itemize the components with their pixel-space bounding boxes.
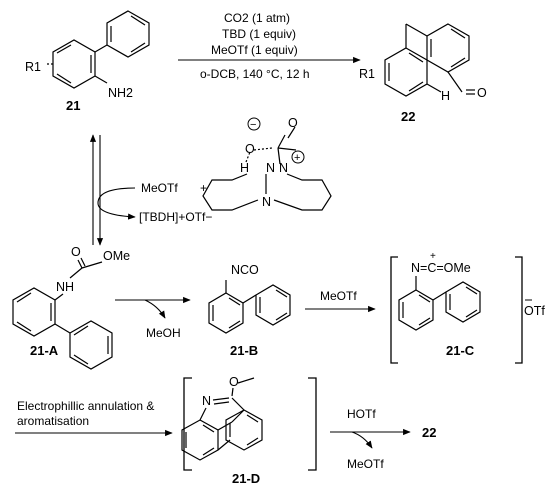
carbonyl-o-22: O: [477, 86, 487, 100]
byproduct-meoh: MeOH: [146, 326, 181, 340]
step6-arrow-group: HOTf MeOTf 22: [330, 407, 436, 471]
charge-21C: +: [430, 251, 436, 262]
reagent-co2: CO2 (1 atm): [224, 11, 290, 25]
compound-21B: NCO 21-B: [208, 263, 291, 358]
reagent-meotf-2: MeOTf: [141, 181, 178, 195]
label-22: 22: [401, 109, 415, 124]
adduct-h-label: H: [240, 161, 249, 175]
r1-label-22: R1: [359, 67, 375, 81]
minus-charge: −: [250, 119, 256, 131]
counterion-otf: OTf: [524, 304, 545, 318]
compound-21: R1 NH2 21: [25, 10, 150, 113]
compound-21D: O N 21-D: [181, 375, 317, 486]
condition-solvent-temp: o-DCB, 140 °C, 12 h: [200, 67, 310, 81]
plus-sign: +: [200, 181, 207, 195]
product-22-final: 22: [422, 425, 436, 440]
label-21B: 21-B: [230, 343, 258, 358]
label-21A: 21-A: [30, 343, 59, 358]
byproduct-tbdh-otf: [TBDH]+OTf−: [139, 210, 212, 224]
reagent-meotf-3: MeOTf: [320, 289, 357, 303]
compound-21C: + N=C=OMe OTf 21-C: [390, 251, 545, 364]
annulation-text-1: Electrophillic annulation &: [17, 399, 154, 413]
carbamate-o: O: [71, 245, 81, 259]
compound-21A: O OMe NH 21-A: [12, 245, 130, 370]
step3-arrow-group: MeOH: [115, 296, 191, 340]
reagent-meotf-1: MeOTf (1 equiv): [211, 43, 298, 57]
adduct-n-ring: N: [266, 161, 275, 175]
compound-22: R1 H O 22: [359, 23, 487, 124]
tbd-co2-adduct: − O O H N N + N: [202, 116, 332, 211]
n-label-21D: N: [202, 394, 211, 408]
byproduct-meotf: MeOTf: [347, 457, 384, 471]
reagent-tbd: TBD (1 equiv): [222, 27, 296, 41]
label-21D: 21-D: [232, 471, 260, 486]
nh-label-22: H: [441, 89, 450, 103]
step1-conditions: CO2 (1 atm) TBD (1 equiv) MeOTf (1 equiv…: [178, 11, 361, 81]
r1-label-21: R1: [25, 60, 41, 74]
curved-byproduct-arrow: [97, 187, 136, 220]
o-minus-label: O: [245, 142, 255, 156]
nh-label-21A: NH: [56, 280, 74, 294]
step5-arrow-group: Electrophillic annulation & aromatisatio…: [15, 399, 173, 437]
cation-label-21C: N=C=OMe: [411, 261, 471, 275]
plus-charge: +: [294, 152, 300, 164]
step4-arrow-group: MeOTf: [305, 289, 376, 313]
ome-label-21A: OMe: [103, 249, 130, 263]
methoxy-o-21D: O: [229, 375, 239, 389]
annulation-text-2: aromatisation: [17, 414, 89, 428]
adduct-n-plus: N: [279, 161, 288, 175]
nh2-label: NH2: [108, 86, 133, 100]
label-21: 21: [66, 98, 80, 113]
equilibrium-arrows: MeOTf + [TBDH]+OTf−: [89, 134, 212, 246]
adduct-n-bottom: N: [262, 195, 271, 209]
nco-label: NCO: [231, 263, 259, 277]
label-21C: 21-C: [446, 343, 475, 358]
reagent-hotf: HOTf: [347, 407, 376, 421]
carbonyl-o-adduct: O: [288, 116, 298, 130]
